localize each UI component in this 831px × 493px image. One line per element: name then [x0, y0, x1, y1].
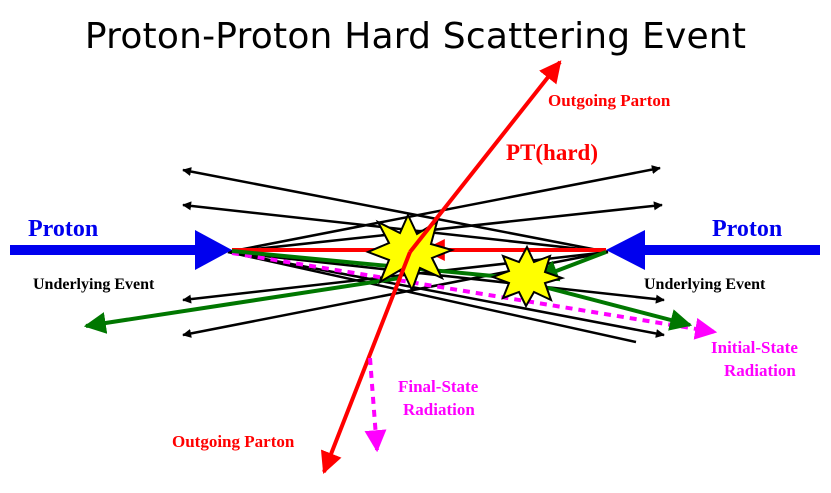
- outgoing-parton-tracks: [320, 60, 562, 475]
- proton-right-label: Proton: [712, 216, 782, 242]
- final-state-radiation-label-line1: Final-State: [398, 377, 479, 396]
- final-state-radiation-label-line2: Radiation: [403, 400, 475, 419]
- initial-state-radiation-track: [231, 251, 718, 340]
- pt-hard-label: PT(hard): [506, 140, 598, 165]
- diagram-title: Proton-Proton Hard Scattering Event: [84, 16, 747, 57]
- proton-right-arrow: [606, 230, 820, 270]
- underlying-track: [227, 250, 637, 344]
- proton-left-arrow: [10, 230, 232, 270]
- gluon-tracks: [83, 249, 693, 334]
- final-state-radiation-track: [364, 357, 387, 453]
- underlying-track: [227, 201, 663, 254]
- secondary-burst-icon: [490, 244, 566, 309]
- proton-left-label: Proton: [28, 216, 98, 242]
- underlying-event-left-label: Underlying Event: [33, 276, 155, 293]
- underlying-event-right-label: Underlying Event: [644, 276, 766, 293]
- initial-state-radiation-label-line2: Radiation: [724, 361, 796, 380]
- underlying-track: [227, 250, 665, 304]
- underlying-track: [182, 167, 609, 254]
- underlying-track: [182, 201, 609, 254]
- outgoing-parton-bottom-label: Outgoing Parton: [172, 432, 295, 451]
- outgoing-parton-top-label: Outgoing Parton: [548, 91, 671, 110]
- initial-state-radiation-label-line1: Initial-State: [711, 338, 798, 357]
